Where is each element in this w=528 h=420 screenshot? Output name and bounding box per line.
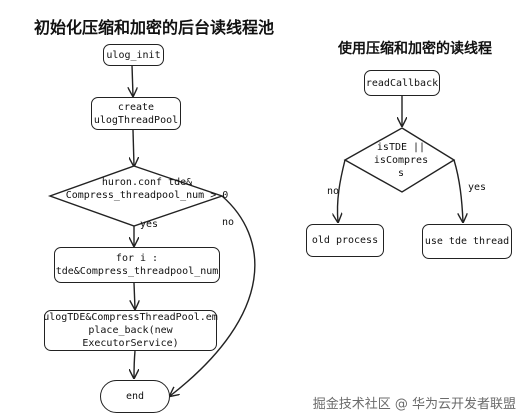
old-process-node: old process xyxy=(306,224,384,257)
right-no-label: no xyxy=(327,186,340,197)
arrow-loop-to-emplace xyxy=(134,282,135,309)
arrow-decision-yes-right xyxy=(453,159,463,222)
right-decision-label: isTDE || isCompres s xyxy=(373,142,429,179)
arrow-emplace-to-end xyxy=(134,350,135,378)
right-yes-label: yes xyxy=(468,182,487,193)
right-flow-title: 使用压缩和加密的读线程 xyxy=(338,41,492,57)
for-loop-node: for i : tde&Compress_threadpool_num xyxy=(54,247,220,283)
use-tde-thread-node: use tde thread xyxy=(422,224,512,259)
left-flow-title: 初始化压缩和加密的后台读线程池 xyxy=(34,18,275,37)
emplace-back-node: ulogTDE&CompressThreadPool.em place_back… xyxy=(43,310,218,351)
end-node: end xyxy=(100,380,170,413)
left-decision-label: huron.conf tde& Compress_threadpool_num … xyxy=(65,177,229,201)
arrow-decision-no-right xyxy=(337,159,346,222)
right-decision-diamond xyxy=(343,127,456,193)
arrow-create-to-decision xyxy=(133,129,134,166)
create-threadpool-node: create ulogThreadPool xyxy=(91,97,181,130)
arrow-init-to-create xyxy=(132,64,133,96)
ulog-init-node: ulog_init xyxy=(103,44,164,66)
watermark: 掘金技术社区 @ 华为云开发者联盟 xyxy=(312,397,516,412)
arrow-decision-no xyxy=(170,195,256,396)
left-no-label: no xyxy=(222,217,235,228)
read-callback-node: readCallback xyxy=(364,70,440,96)
left-yes-label: yes xyxy=(140,219,159,230)
